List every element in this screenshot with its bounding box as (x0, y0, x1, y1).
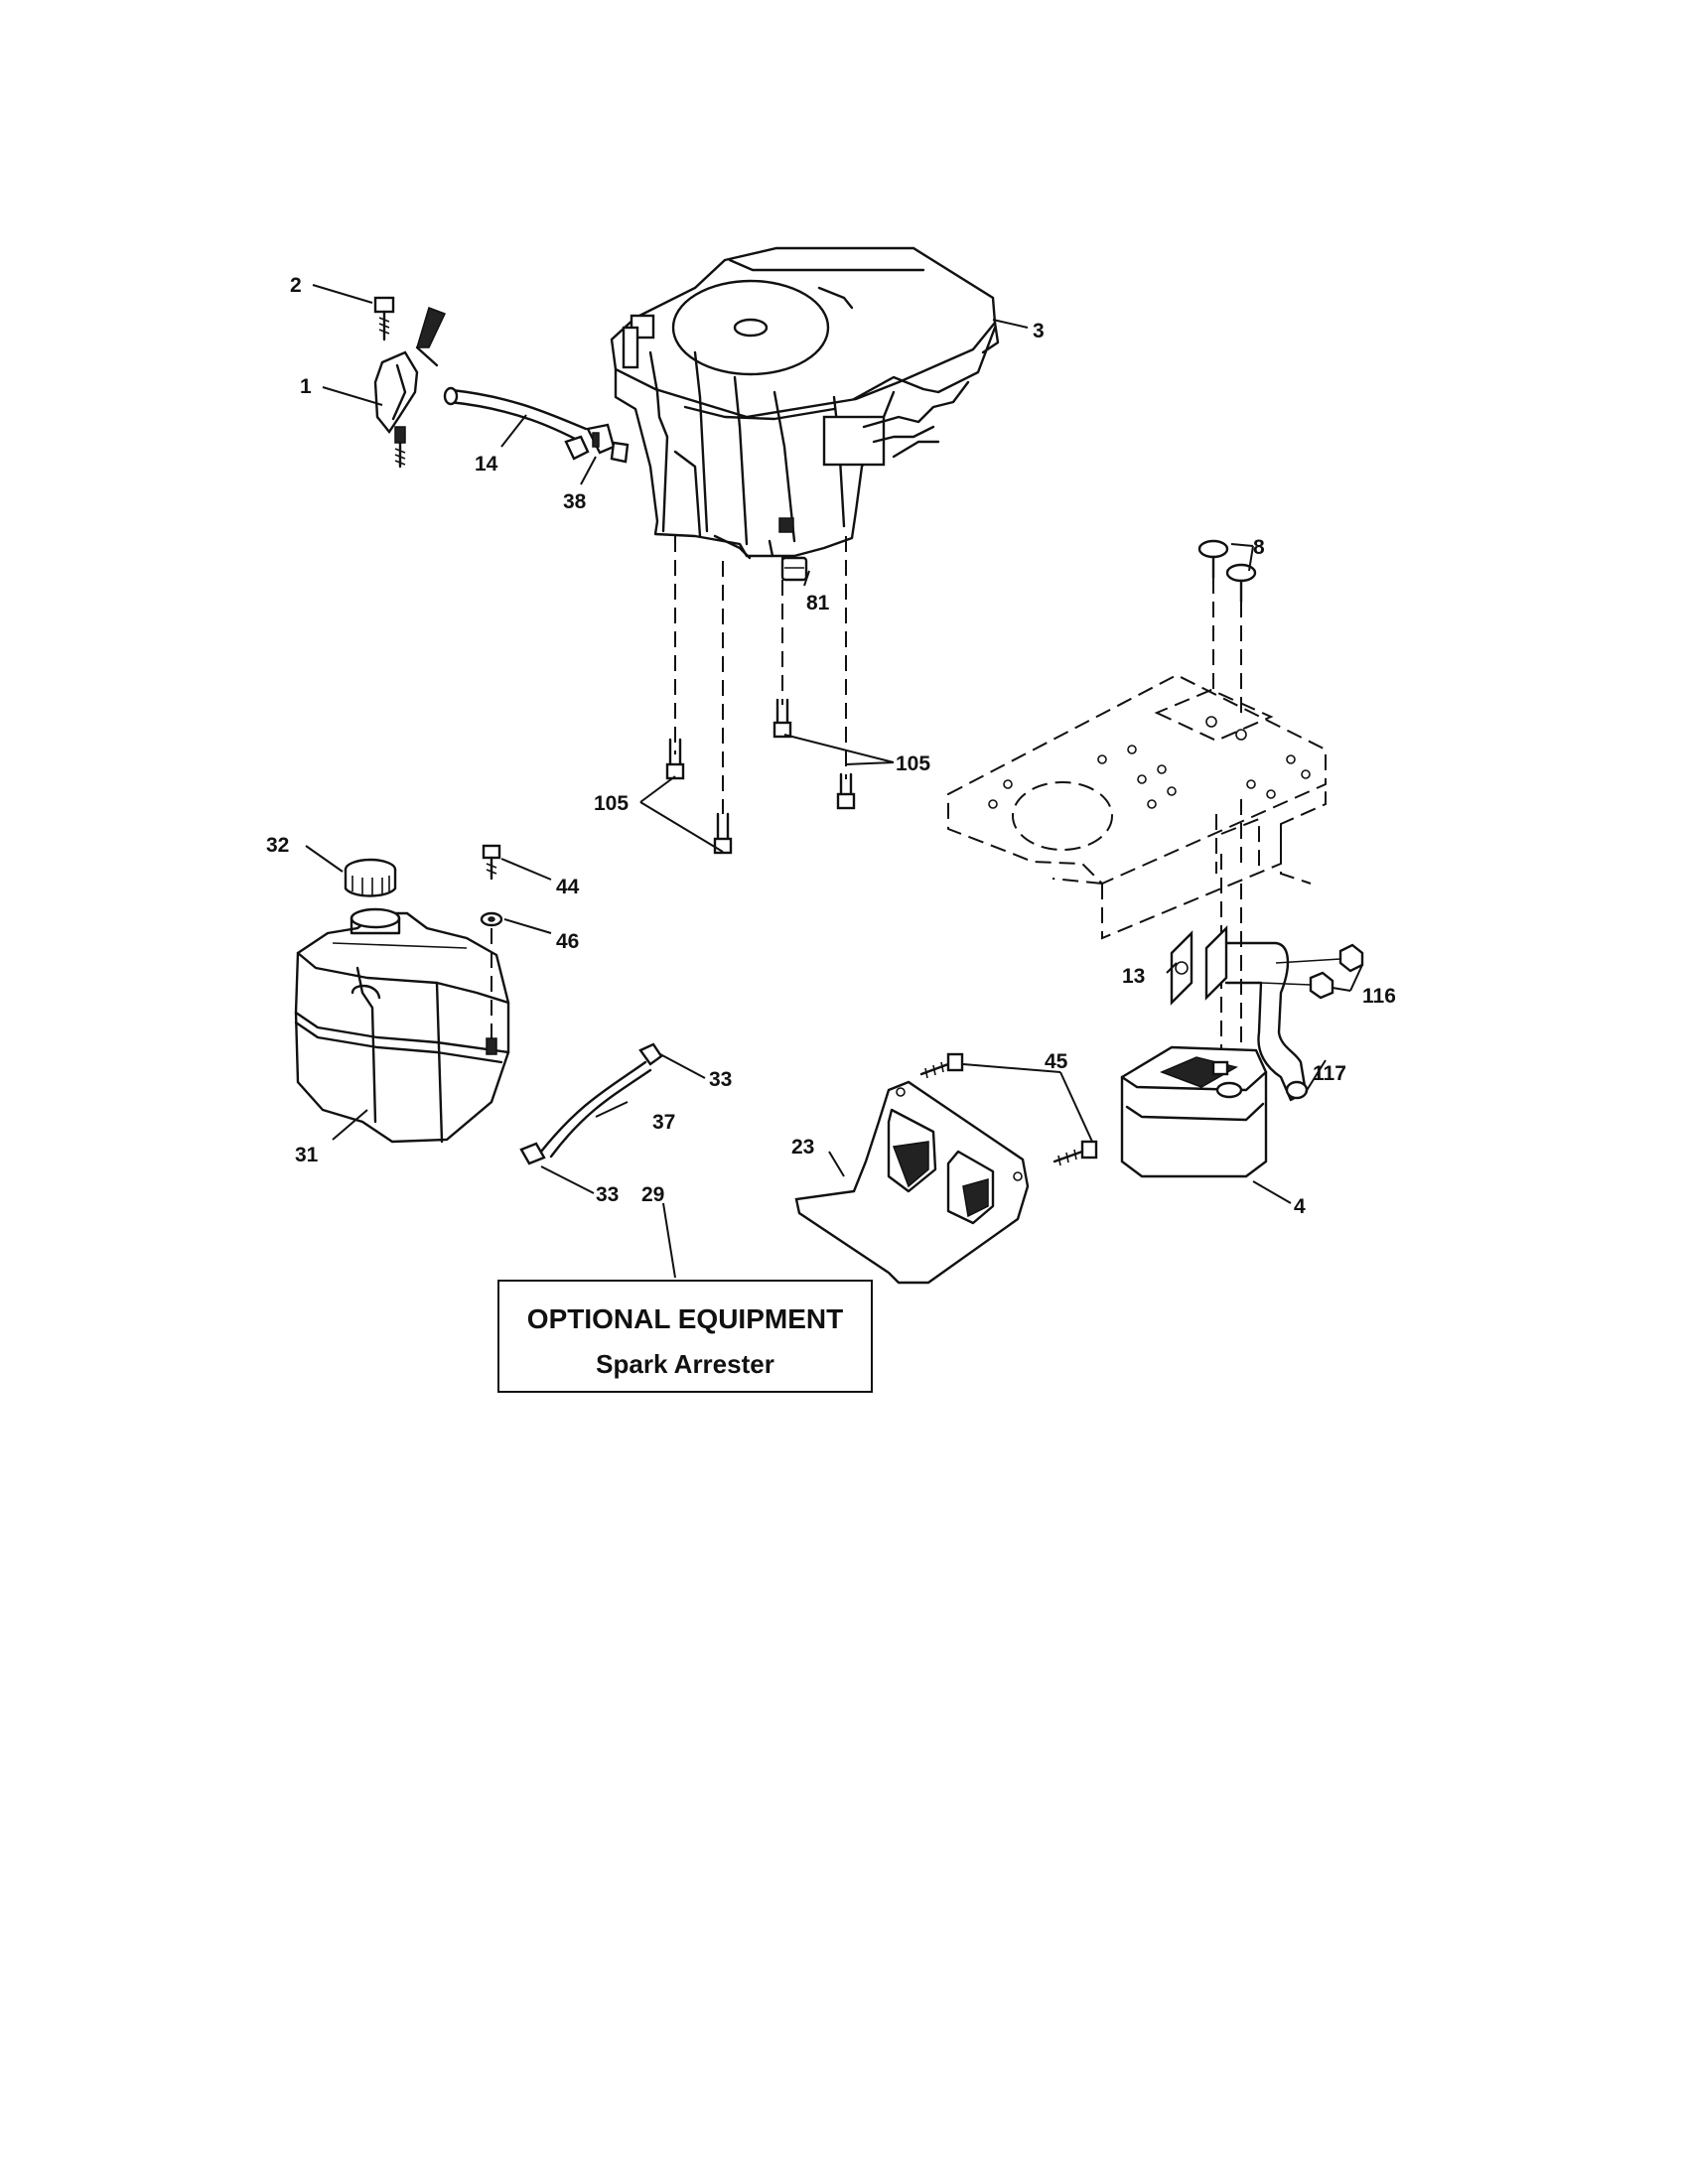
callout-14: 14 (475, 453, 498, 476)
optional-equipment-title: OPTIONAL EQUIPMENT (526, 1303, 844, 1334)
callout-13: 13 (1122, 965, 1145, 988)
nut-part-81 (780, 556, 808, 582)
callout-33-top: 33 (709, 1068, 732, 1091)
callout-32: 32 (266, 834, 289, 857)
callout-4: 4 (1294, 1195, 1306, 1218)
fuel-line-part-37 (539, 1060, 652, 1159)
screw-part-44 (482, 844, 501, 881)
fitting-part-38 (564, 423, 630, 464)
optional-equipment-box: OPTIONAL EQUIPMENT Spark Arrester (497, 1280, 873, 1393)
callout-38: 38 (563, 490, 587, 513)
bolt-part-105 (665, 698, 856, 855)
fuel-tank-part-31 (294, 907, 510, 1144)
callout-29: 29 (641, 1183, 664, 1206)
screw-part-8 (1197, 539, 1257, 715)
callout-105-left: 105 (594, 792, 629, 815)
callout-3: 3 (1033, 320, 1045, 342)
callout-2: 2 (290, 274, 302, 297)
spark-arrester-label: Spark Arrester (596, 1349, 774, 1379)
callout-37: 37 (652, 1111, 675, 1134)
screw-part-2 (373, 296, 395, 341)
callout-117: 117 (1313, 1062, 1346, 1085)
muffler-part-4 (1120, 1045, 1268, 1178)
callout-105-right: 105 (896, 752, 930, 775)
engine-part-3 (610, 246, 1000, 560)
clamp-part-33 (519, 1042, 663, 1165)
callout-116: 116 (1362, 985, 1396, 1008)
throttle-control-part-1 (373, 307, 447, 469)
callout-1: 1 (300, 375, 312, 398)
callout-23: 23 (791, 1136, 814, 1159)
frame-dashed-outline (947, 673, 1327, 940)
callout-31: 31 (295, 1144, 319, 1166)
screw-part-45 (919, 1052, 1098, 1166)
callout-44: 44 (556, 876, 580, 898)
callout-8: 8 (1253, 536, 1265, 559)
callout-33-bottom: 33 (596, 1183, 619, 1206)
washer-part-46 (480, 911, 503, 927)
gasket-part-13 (1170, 925, 1228, 1006)
callout-46: 46 (556, 930, 579, 953)
leader-lines (305, 284, 1363, 1279)
callout-81: 81 (806, 592, 830, 614)
callout-45: 45 (1045, 1050, 1068, 1073)
fuel-cap-part-32 (344, 858, 397, 897)
deflector-part-23 (794, 1080, 1030, 1285)
fuel-line-part-14 (443, 386, 588, 444)
